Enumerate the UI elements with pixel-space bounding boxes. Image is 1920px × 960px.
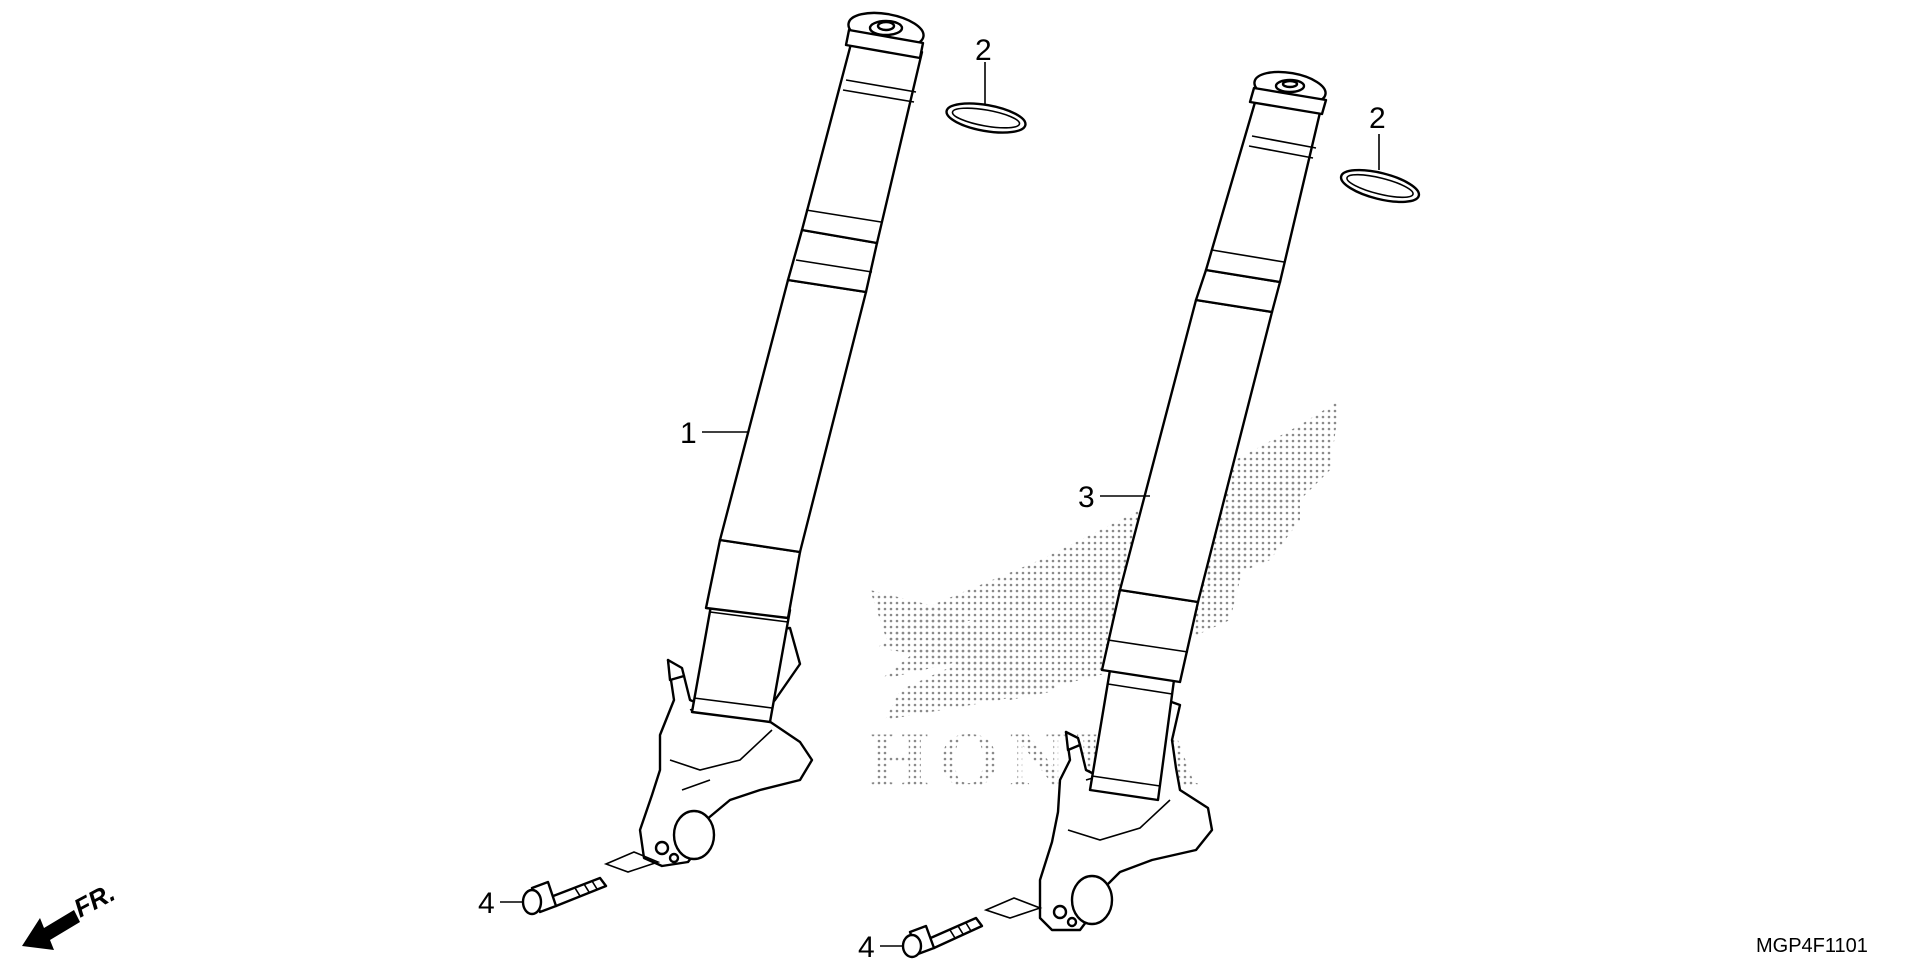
bolt-left bbox=[521, 851, 661, 916]
honda-wing-logo-icon bbox=[870, 400, 1340, 720]
leader-lines bbox=[500, 62, 1380, 947]
callout-4-left: 4 bbox=[478, 887, 495, 920]
callout-4-right: 4 bbox=[858, 931, 875, 960]
callout-1: 1 bbox=[680, 417, 697, 450]
front-direction-arrow-icon bbox=[22, 910, 80, 950]
ring-left bbox=[945, 102, 1027, 134]
callout-2-left: 2 bbox=[975, 34, 992, 67]
front-fork-left bbox=[638, 11, 925, 868]
bolt-right bbox=[901, 897, 1043, 959]
ring-right bbox=[1339, 168, 1421, 204]
callout-2-right: 2 bbox=[1369, 102, 1386, 135]
callout-3: 3 bbox=[1078, 481, 1095, 514]
diagram-code: MGP4F1101 bbox=[1756, 935, 1868, 957]
front-fork-right bbox=[1038, 70, 1328, 932]
